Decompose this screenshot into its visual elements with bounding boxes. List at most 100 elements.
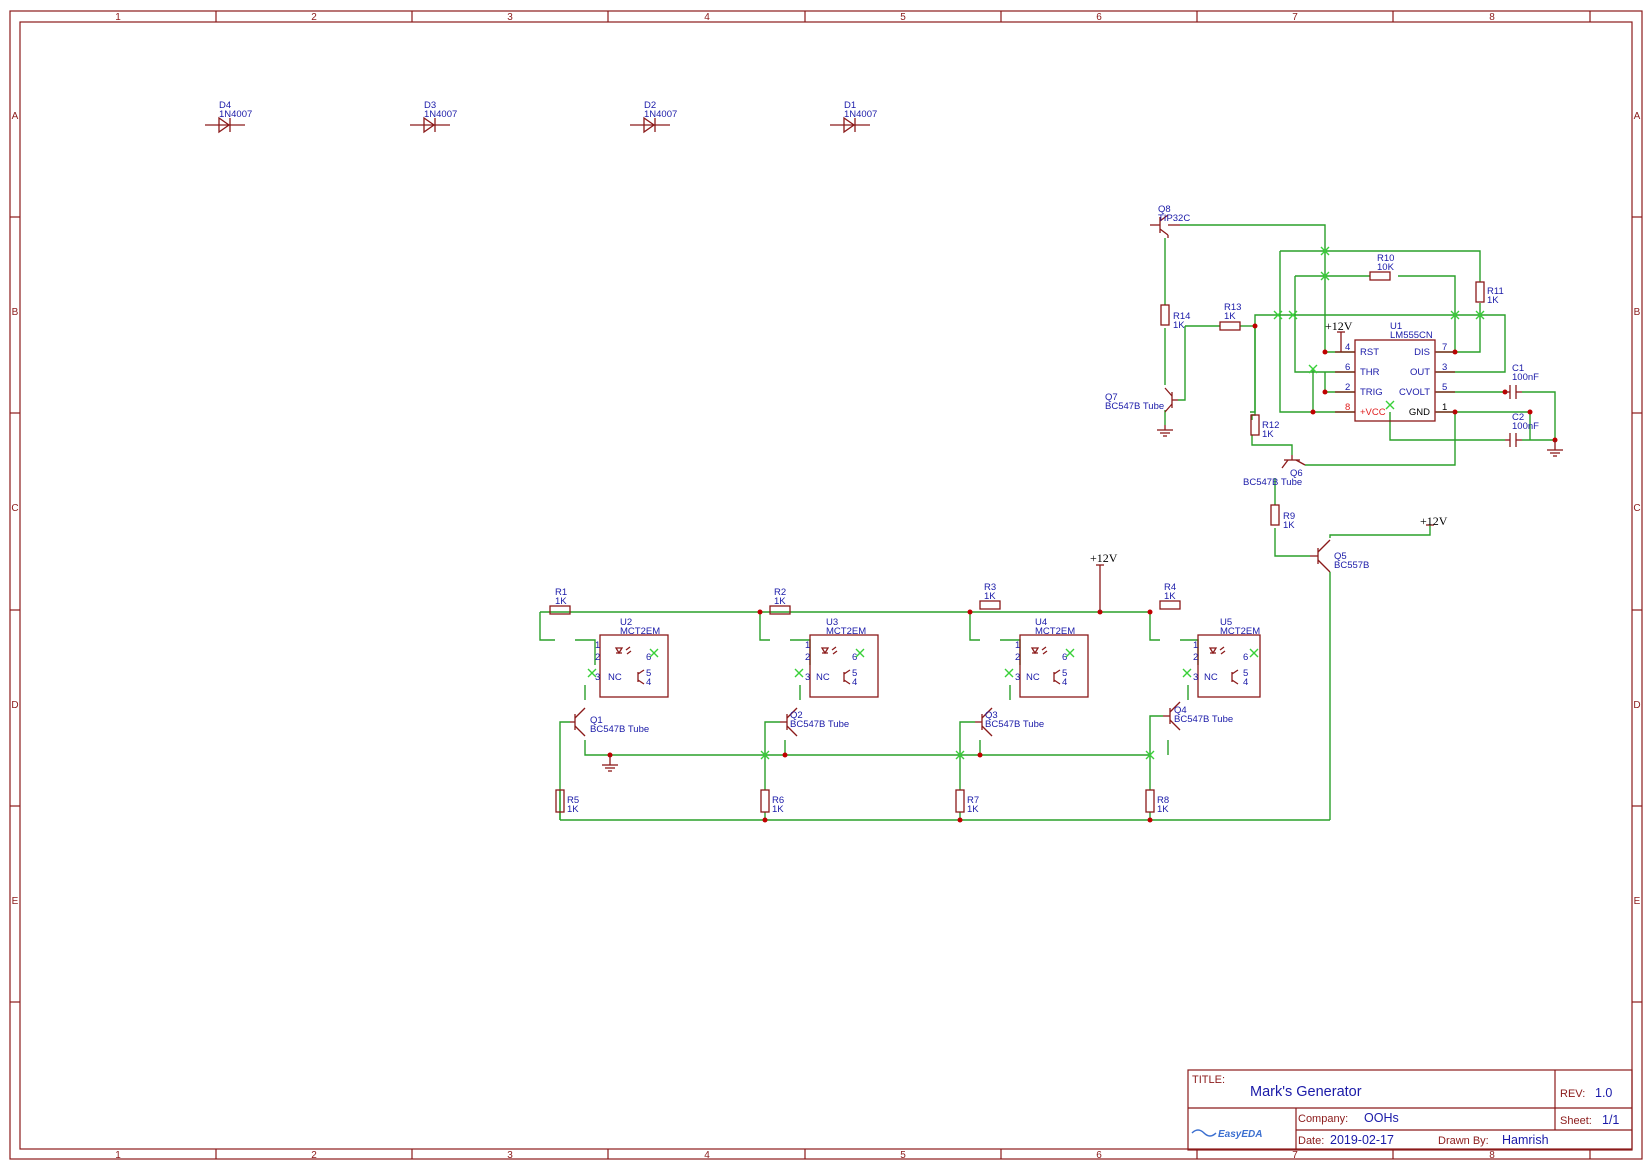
r11-ref: R11 xyxy=(1487,286,1504,297)
drawn-by-value: Hamrish xyxy=(1502,1133,1549,1147)
resistor-r13[interactable]: R13 1K xyxy=(1219,302,1241,331)
r13-ref: R13 xyxy=(1224,302,1241,313)
r12-ref: R12 xyxy=(1262,420,1279,431)
r14-ref: R14 xyxy=(1173,311,1190,322)
u1-pin-trig: TRIG xyxy=(1360,387,1383,398)
u3-value: MCT2EM xyxy=(826,626,866,637)
diode-d2[interactable]: D2 1N4007 xyxy=(630,100,677,134)
opto-u3[interactable]: U3 MCT2EM 1 2 3 NC 6 5 4 xyxy=(794,617,879,698)
q3-value: BC547B Tube xyxy=(985,719,1044,730)
r2-value: 1K xyxy=(774,596,786,607)
u2-pin-6: 6 xyxy=(646,652,651,663)
u2-ref: U2 xyxy=(620,617,632,628)
opto-u5[interactable]: U5 MCT2EM 1 2 3 NC 6 5 4 xyxy=(1182,617,1261,698)
resistor-r5[interactable]: R5 1K xyxy=(555,789,579,815)
q3-ref: Q3 xyxy=(985,710,998,721)
capacitor-c1[interactable]: C1 100nF xyxy=(1505,363,1539,399)
zone-col-4-top: 4 xyxy=(704,12,710,23)
transistor-q2[interactable]: Q2 BC547B Tube xyxy=(780,707,849,737)
u4-pin-6: 6 xyxy=(1062,652,1067,663)
resistor-r1[interactable]: R1 1K xyxy=(549,587,571,615)
u4-pin-5: 5 xyxy=(1062,668,1067,679)
transistor-q7[interactable]: Q7 BC547B Tube xyxy=(1105,387,1178,413)
r10-ref: R10 xyxy=(1377,253,1394,264)
zone-row-E-right: E xyxy=(1634,896,1641,907)
u3-nc: NC xyxy=(816,672,830,683)
zone-col-5-bottom: 5 xyxy=(900,1150,906,1161)
r8-ref: R8 xyxy=(1157,795,1169,806)
u1-pin-gnd: GND xyxy=(1409,407,1430,418)
diode-d4[interactable]: D4 1N4007 xyxy=(205,100,252,134)
ic-u1[interactable]: U1 LM555CN 4 6 2 8 RST THR TRIG +VCC DIS… xyxy=(1335,321,1455,422)
r3-ref: R3 xyxy=(984,582,996,593)
r1-ref: R1 xyxy=(555,587,567,598)
u1-pin-out: OUT xyxy=(1410,367,1430,378)
transistor-q4[interactable]: Q4 BC547B Tube xyxy=(1163,701,1233,731)
zone-row-C-right: C xyxy=(1633,503,1640,514)
capacitor-c2[interactable]: C2 100nF xyxy=(1505,412,1539,447)
sheet-frame: 1 2 3 4 5 6 7 8 1 2 3 4 5 6 7 8 A B C D … xyxy=(9,10,1643,1161)
u3-ref: U3 xyxy=(826,617,838,628)
transistor-q3[interactable]: Q3 BC547B Tube xyxy=(975,707,1044,737)
zone-row-B-right: B xyxy=(1634,307,1641,318)
transistor-q8[interactable]: Q8 TIP32C xyxy=(1150,204,1190,238)
q4-ref: Q4 xyxy=(1174,705,1187,716)
u2-pin-3: 3 xyxy=(595,672,600,683)
u1-pin-4-num: 4 xyxy=(1345,342,1350,353)
u5-pin-2: 2 xyxy=(1193,652,1198,663)
u4-ref: U4 xyxy=(1035,617,1047,628)
resistor-r8[interactable]: R8 1K xyxy=(1145,789,1169,815)
opto-u2[interactable]: U2 MCT2EM 1 2 3 NC 6 5 4 xyxy=(587,617,669,698)
c1-value: 100nF xyxy=(1512,372,1539,383)
u1-pin-8-num: 8 xyxy=(1345,402,1350,413)
resistor-r12[interactable]: R12 1K xyxy=(1250,414,1279,440)
resistor-r10[interactable]: R10 10K xyxy=(1369,253,1395,281)
company-value: OOHs xyxy=(1364,1111,1399,1125)
resistor-r3[interactable]: R3 1K xyxy=(979,582,1001,610)
resistor-r4[interactable]: R4 1K xyxy=(1159,582,1181,610)
q6-ref: Q6 xyxy=(1290,468,1303,479)
u5-nc: NC xyxy=(1204,672,1218,683)
u5-pin-1: 1 xyxy=(1193,640,1198,651)
resistor-r11[interactable]: R11 1K xyxy=(1475,281,1504,306)
q6-value: BC547B Tube xyxy=(1243,477,1302,488)
opto-junctions xyxy=(607,609,1153,823)
date-value: 2019-02-17 xyxy=(1330,1133,1394,1147)
r14-value: 1K xyxy=(1173,320,1185,331)
power-12v-q5-label: +12V xyxy=(1420,514,1448,528)
sheet-label: Sheet: xyxy=(1560,1115,1592,1127)
u1-value: LM555CN xyxy=(1390,330,1433,341)
r10-value: 10K xyxy=(1377,262,1395,273)
u2-nc: NC xyxy=(608,672,622,683)
diode-d1[interactable]: D1 1N4007 xyxy=(830,100,877,134)
resistor-r7[interactable]: R7 1K xyxy=(955,789,979,815)
resistor-r6[interactable]: R6 1K xyxy=(760,789,784,815)
resistor-r14[interactable]: R14 1K xyxy=(1160,304,1190,331)
transistor-q1[interactable]: Q1 BC547B Tube xyxy=(570,707,649,737)
resistor-r2[interactable]: R2 1K xyxy=(769,587,791,615)
timer-wires xyxy=(1164,224,1556,820)
u1-pin-rst: RST xyxy=(1360,347,1379,358)
zone-row-E-left: E xyxy=(12,896,19,907)
r1-value: 1K xyxy=(555,596,567,607)
diode-d3[interactable]: D3 1N4007 xyxy=(410,100,457,134)
transistor-q5[interactable]: Q5 BC557B xyxy=(1310,539,1369,573)
opto-wire-crosses xyxy=(760,750,1155,760)
transistor-q6[interactable]: Q6 BC547B Tube xyxy=(1243,455,1306,488)
easyeda-logo-icon: EasyEDA xyxy=(1191,1129,1262,1140)
zone-col-4-bottom: 4 xyxy=(704,1150,710,1161)
u5-pin-5: 5 xyxy=(1243,668,1248,679)
u2-value: MCT2EM xyxy=(620,626,660,637)
opto-u4[interactable]: U4 MCT2EM 1 2 3 NC 6 5 4 xyxy=(1004,617,1089,698)
c1-ref: C1 xyxy=(1512,363,1524,374)
r4-ref: R4 xyxy=(1164,582,1176,593)
u1-pin-vcc: +VCC xyxy=(1360,407,1386,418)
zone-col-8-top: 8 xyxy=(1489,12,1495,23)
resistor-r9[interactable]: R9 1K xyxy=(1270,504,1295,531)
u1-pin-dis: DIS xyxy=(1414,347,1430,358)
q1-ref: Q1 xyxy=(590,715,603,726)
d3-value: 1N4007 xyxy=(424,109,457,120)
u3-pin-5: 5 xyxy=(852,668,857,679)
sheet-value: 1/1 xyxy=(1602,1113,1619,1127)
zone-row-B-left: B xyxy=(12,307,19,318)
